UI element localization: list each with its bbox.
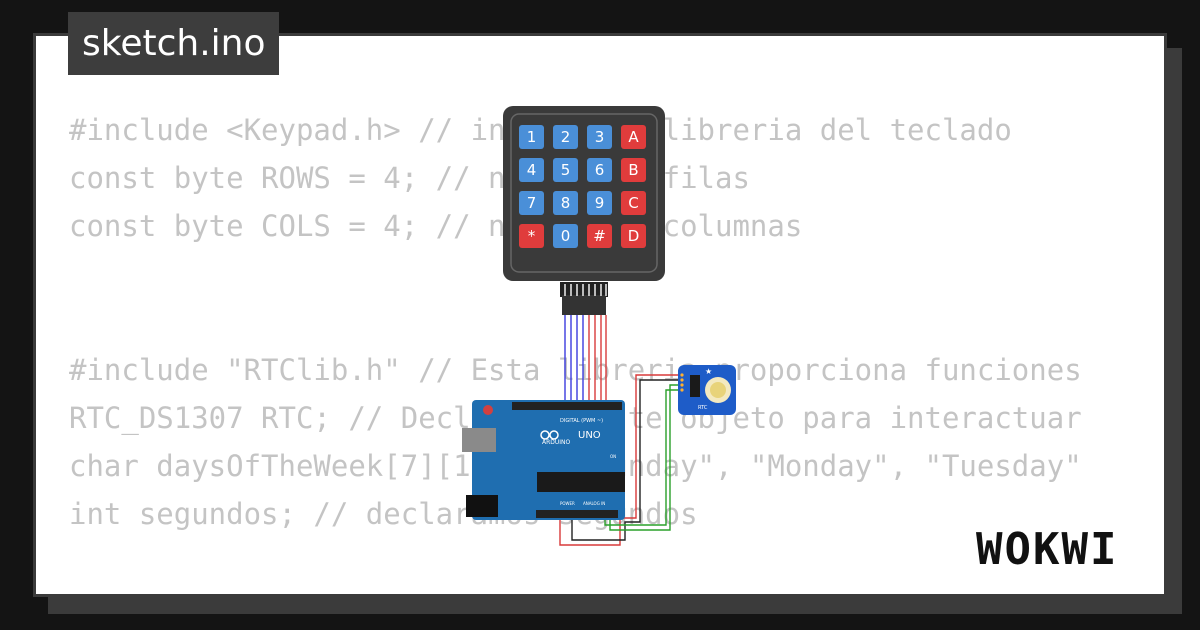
- rtc-ds1307-module[interactable]: RTC ★: [678, 365, 736, 415]
- keypad-key-C[interactable]: [621, 191, 646, 215]
- keypad-key-label: 8: [561, 194, 571, 212]
- arduino-uno-board[interactable]: UNO ARDUINO DIGITAL (PWM ~) ANALOG IN PO…: [462, 400, 625, 520]
- keypad-key-2[interactable]: [553, 125, 578, 149]
- keypad-key-8[interactable]: [553, 191, 578, 215]
- sketch-title: sketch.ino: [68, 12, 280, 75]
- keypad-key-5[interactable]: [553, 158, 578, 182]
- rtc-label: RTC: [698, 405, 708, 411]
- keypad-key-label: 7: [527, 194, 537, 212]
- keypad-key-label: B: [628, 161, 638, 179]
- keypad-4x4[interactable]: 1 2 3 A 4 5 6 B 7 8 9 C * 0 # D: [503, 106, 665, 281]
- board-label-brand: ARDUINO: [542, 439, 571, 446]
- code-line: char daysOfTheWeek[7][12] = {"Sunday", "…: [69, 449, 1082, 483]
- keypad-key-D[interactable]: [621, 224, 646, 248]
- keypad-key-4[interactable]: [519, 158, 544, 182]
- arduino-infinity-logo: [540, 430, 559, 440]
- keypad-key-A[interactable]: [621, 125, 646, 149]
- keypad-key-0[interactable]: [553, 224, 578, 248]
- board-label-on: ON: [610, 454, 616, 459]
- keypad-key-B[interactable]: [621, 158, 646, 182]
- keypad-key-label: 1: [527, 128, 537, 146]
- keypad-connector: [560, 282, 608, 315]
- keypad-key-label: 2: [561, 128, 571, 146]
- star-icon: ★: [705, 367, 712, 376]
- wokwi-logo: WOKWI: [976, 524, 1119, 575]
- keypad-key-label: 5: [561, 161, 571, 179]
- keypad-key-6[interactable]: [587, 158, 612, 182]
- board-label-analog: ANALOG IN: [583, 501, 605, 506]
- keypad-key-label: #: [593, 227, 606, 245]
- keypad-key-label: A: [628, 128, 639, 146]
- keypad-key-label: D: [628, 227, 640, 245]
- board-label-uno: UNO: [578, 430, 601, 441]
- keypad-key-*[interactable]: [519, 224, 544, 248]
- keypad-wires: [564, 315, 607, 405]
- keypad-key-label: 6: [595, 161, 605, 179]
- circuit-diagram: 1 2 3 A 4 5 6 B 7 8 9 C * 0 # D: [462, 106, 736, 546]
- keypad-key-label: C: [628, 194, 638, 212]
- keypad-key-label: 0: [561, 227, 571, 245]
- keypad-key-label: *: [528, 227, 536, 245]
- keypad-key-label: 3: [595, 128, 605, 146]
- board-label-power: POWER: [560, 501, 575, 506]
- keypad-key-3[interactable]: [587, 125, 612, 149]
- keypad-key-#[interactable]: [587, 224, 612, 248]
- keypad-key-7[interactable]: [519, 191, 544, 215]
- keypad-key-9[interactable]: [587, 191, 612, 215]
- keypad-key-label: 9: [595, 194, 605, 212]
- keypad-key-1[interactable]: [519, 125, 544, 149]
- keypad-key-label: 4: [527, 161, 537, 179]
- board-label-digital: DIGITAL (PWM ~): [560, 418, 603, 424]
- code-line: #include "RTClib.h" // Esta libreria pro…: [69, 353, 1082, 387]
